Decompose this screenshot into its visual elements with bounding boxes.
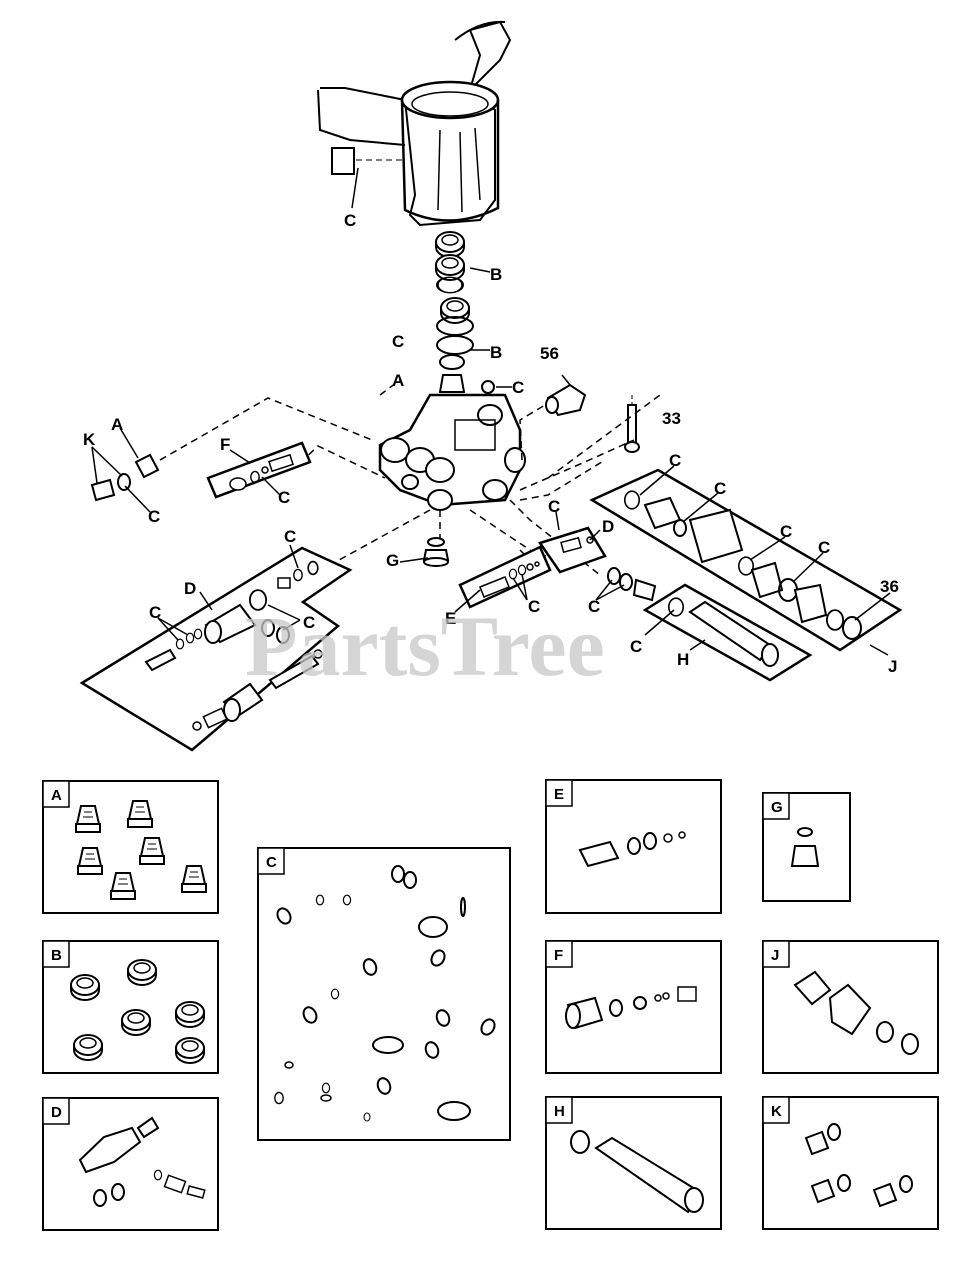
callout-c: C xyxy=(148,507,160,526)
callout-c: C xyxy=(588,597,600,616)
callout-g: G xyxy=(386,551,399,570)
callout-c: C xyxy=(714,479,726,498)
callout-j: J xyxy=(888,657,897,676)
kit-box-label-b: B xyxy=(51,947,62,964)
callout-labels: C B C B A C 56 33 A K F C C C D C C C D … xyxy=(83,211,899,676)
callout-e: E xyxy=(445,609,456,628)
callout-c: C xyxy=(284,527,296,546)
callout-f: F xyxy=(220,435,230,454)
callout-c: C xyxy=(669,451,681,470)
callout-a: A xyxy=(392,371,404,390)
pump-housing xyxy=(317,20,512,227)
callout-c: C xyxy=(278,488,290,507)
callout-36: 36 xyxy=(880,577,899,596)
kit-box-a: A xyxy=(42,780,219,914)
fitting-g xyxy=(422,537,450,567)
callout-c: C xyxy=(528,597,540,616)
kit-band-h xyxy=(642,583,813,682)
callout-a: A xyxy=(111,415,123,434)
kit-box-k: K xyxy=(762,1096,939,1230)
callout-c: C xyxy=(630,637,642,656)
callout-c: C xyxy=(149,603,161,622)
kit-band-e xyxy=(458,545,552,609)
kit-band-d-small xyxy=(538,526,607,574)
kit-box-c: C xyxy=(257,847,511,1141)
kit-box-d: D xyxy=(42,1097,219,1231)
kit-box-label-g: G xyxy=(771,799,783,816)
callout-c: C xyxy=(818,538,830,557)
kit-box-f: F xyxy=(545,940,722,1074)
callout-d: D xyxy=(184,579,196,598)
callout-b: B xyxy=(490,265,502,284)
callout-c: C xyxy=(303,613,315,632)
kit-box-g: G xyxy=(762,792,851,902)
kit-box-label-e: E xyxy=(554,786,564,803)
kit-box-label-a: A xyxy=(51,787,62,804)
kit-box-label-f: F xyxy=(554,947,563,964)
kit-box-j: J xyxy=(762,940,939,1074)
pump-manifold xyxy=(378,393,526,511)
watermark: PartsTree xyxy=(245,598,605,694)
kit-box-label-k: K xyxy=(771,1103,782,1120)
bolt-33 xyxy=(624,395,640,453)
fittings-k-a xyxy=(90,453,160,502)
kit-band-j xyxy=(589,468,903,652)
callout-c: C xyxy=(392,332,404,351)
callout-leaders xyxy=(91,167,891,656)
callout-c: C xyxy=(512,378,524,397)
callout-k: K xyxy=(83,430,96,449)
callout-c: C xyxy=(344,211,356,230)
seal-stack xyxy=(435,231,495,394)
callout-h: H xyxy=(677,650,689,669)
callout-c: C xyxy=(780,522,792,541)
kit-box-e: E xyxy=(545,779,722,914)
kit-box-h: H xyxy=(545,1096,722,1230)
elbow-fitting-56 xyxy=(545,383,587,417)
kit-box-label-h: H xyxy=(554,1103,565,1120)
callout-d: D xyxy=(602,517,614,536)
kit-band-f xyxy=(206,441,312,499)
callout-c: C xyxy=(548,497,560,516)
fitting-near-h xyxy=(607,567,657,602)
kit-box-label-j: J xyxy=(771,947,779,964)
callout-56: 56 xyxy=(540,344,559,363)
callout-33: 33 xyxy=(662,409,681,428)
kit-box-label-d: D xyxy=(51,1104,62,1121)
kit-band-d xyxy=(79,546,353,752)
kit-box-label-c: C xyxy=(266,854,277,871)
callout-b: B xyxy=(490,343,502,362)
kit-box-b: B xyxy=(42,940,219,1074)
